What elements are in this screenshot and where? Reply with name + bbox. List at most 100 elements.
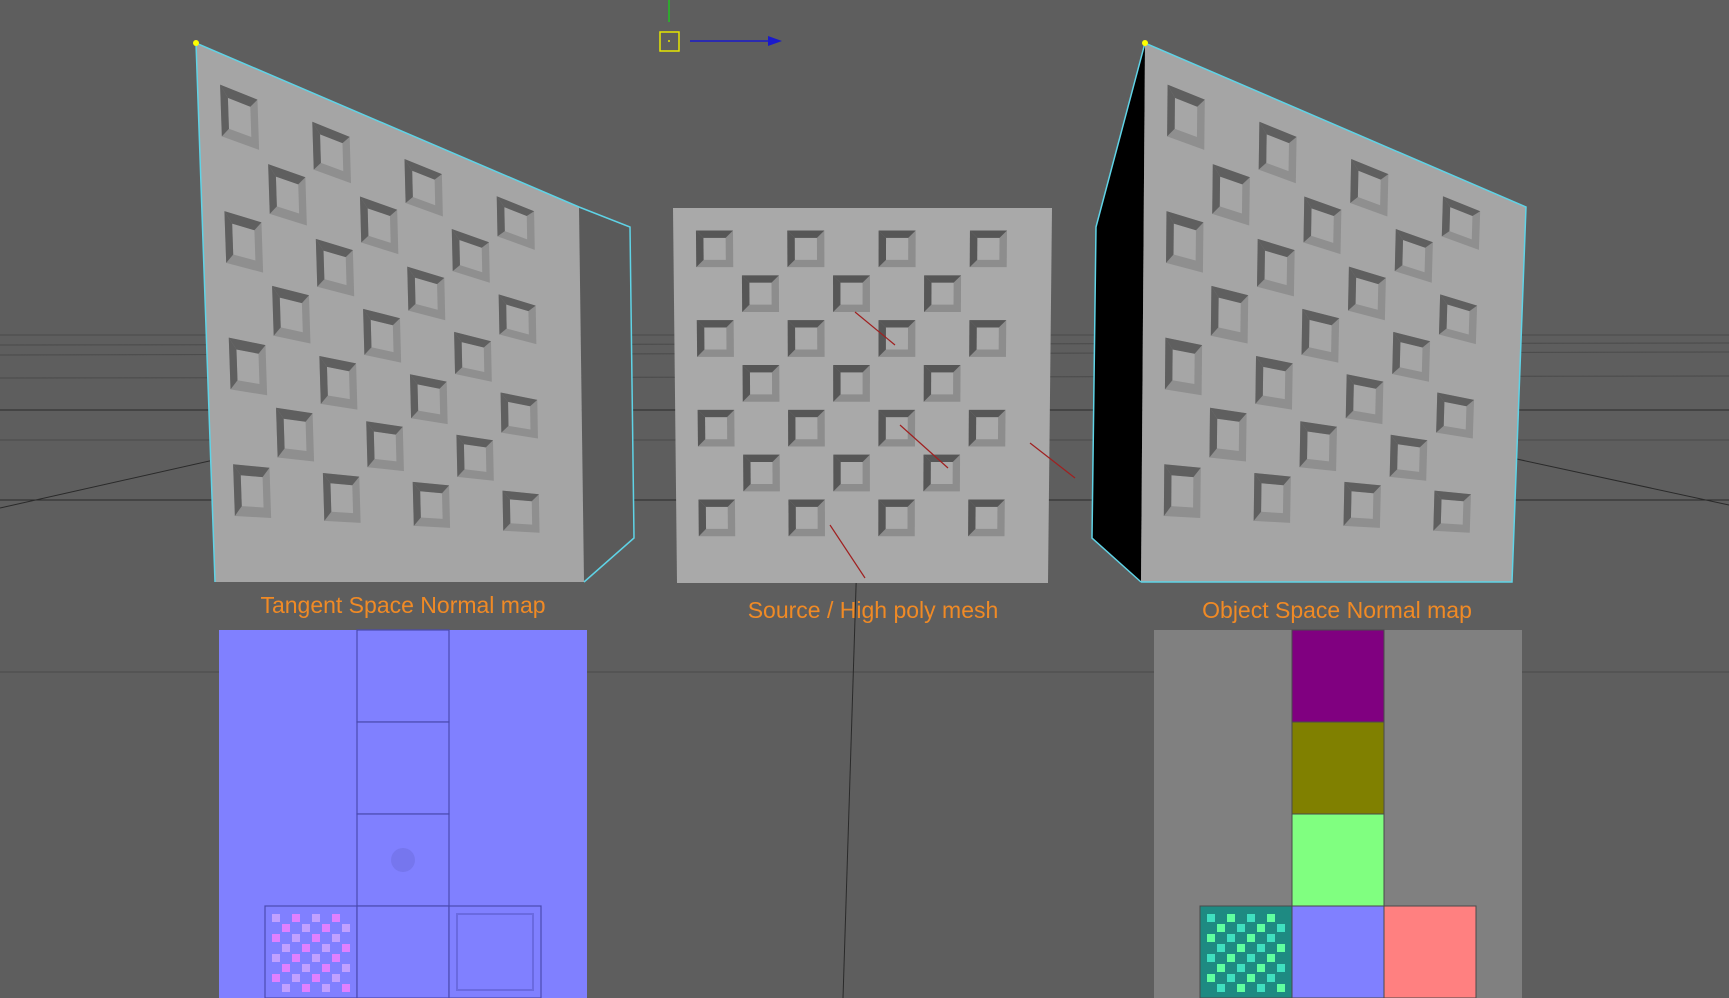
bump-cell-inner — [885, 327, 909, 350]
uv-tile — [356, 629, 450, 723]
bump-cell-inner — [1264, 250, 1288, 286]
source-high-poly-mesh[interactable] — [673, 208, 1076, 583]
bump-cell-inner — [885, 237, 909, 260]
bump-cell-inner — [459, 240, 483, 273]
uv-tile — [356, 721, 450, 815]
bump-cell-inner — [420, 491, 443, 519]
object-uv-map — [1154, 629, 1522, 998]
pivot-icon — [659, 31, 680, 52]
vertex-marker — [1142, 40, 1148, 46]
bump-cell-inner — [840, 462, 863, 485]
move-gizmo-icon[interactable] — [659, 0, 782, 52]
uv-tile — [1291, 813, 1385, 907]
bump-cell-inner — [320, 134, 344, 172]
bump-cell-inner — [795, 327, 818, 350]
uv-tile — [1291, 629, 1385, 723]
bump-cell-inner — [326, 366, 350, 400]
bump-cell-inner — [1449, 207, 1473, 240]
bump-cell-inner — [509, 499, 533, 525]
bump-cell-inner — [840, 282, 863, 305]
bump-cell-inner — [1353, 384, 1376, 415]
bump-cell-inner — [1216, 418, 1240, 451]
bump-cell-inner — [506, 304, 529, 335]
bump-cell-inner — [504, 207, 528, 240]
object-uv-pattern-tile — [1207, 914, 1285, 992]
bump-cell-inner — [283, 418, 307, 451]
tangent-mesh-side — [579, 207, 634, 582]
bump-cell-inner — [795, 506, 818, 529]
bump-cell-inner — [885, 506, 908, 529]
bump-cell-inner — [370, 319, 394, 353]
tangent-mesh-selection-edge — [195, 41, 635, 583]
source-mesh-pattern — [695, 230, 1007, 537]
object-mesh-pattern — [1163, 84, 1481, 533]
object-space-mesh[interactable] — [1091, 40, 1527, 583]
uv-tile — [264, 905, 358, 998]
bump-cell-inner — [930, 462, 953, 485]
uv-tile — [1291, 721, 1385, 815]
bump-cell-inner — [705, 506, 728, 529]
bump-cell-inner — [236, 349, 260, 385]
bump-cell-inner — [414, 277, 438, 310]
bump-cell-inner — [1399, 342, 1423, 373]
bump-cell-inner — [1357, 170, 1381, 206]
bump-cell-inner — [1440, 499, 1464, 525]
bump-cell-inner — [1261, 483, 1284, 514]
bump-cell-inner — [885, 417, 908, 440]
vertex-marker — [193, 40, 199, 46]
bump-cell-inner — [749, 282, 772, 305]
bump-cell-inner — [417, 384, 441, 415]
bump-cell-inner — [275, 176, 300, 214]
bump-cell-inner — [705, 417, 728, 440]
bump-cell-inner — [976, 417, 999, 440]
bump-cell-inner — [1397, 444, 1420, 472]
bump-cell-inner — [794, 237, 817, 260]
bump-cell-inner — [1355, 277, 1379, 310]
bump-cell-inner — [704, 327, 727, 350]
tangent-space-mesh[interactable] — [193, 40, 635, 583]
bump-cell-inner — [373, 431, 397, 462]
bump-cell-inner — [330, 483, 354, 514]
source-caption: Source / High poly mesh — [747, 597, 999, 623]
uv-tile — [1291, 905, 1385, 998]
bump-cell-inner — [412, 170, 436, 206]
object-caption: Object Space Normal map — [1202, 597, 1472, 623]
bump-cell-inner — [279, 297, 303, 333]
bump-cell-inner — [840, 372, 863, 395]
bump-cell-inner — [1350, 491, 1374, 519]
bump-cell-inner — [1309, 319, 1332, 353]
bump-cell-inner — [1443, 401, 1467, 430]
bump-cell-inner — [1172, 349, 1195, 385]
uv-tile — [1383, 905, 1477, 998]
bump-cell-inner — [232, 223, 256, 261]
object-mesh-side — [1092, 43, 1145, 582]
bump-cell-inner — [795, 417, 818, 440]
bump-cell-inner — [323, 250, 347, 286]
bump-cell-inner — [1173, 223, 1196, 261]
bump-cell-inner — [463, 444, 487, 472]
bump-cell-inner — [508, 401, 531, 430]
bump-cell-inner — [461, 342, 485, 373]
bump-cell-inner — [750, 462, 773, 485]
bump-cell-inner — [240, 475, 264, 508]
bump-cell-inner — [931, 372, 954, 395]
uv-tile — [448, 905, 542, 998]
bump-cell-inner — [931, 282, 954, 305]
bump-cell-inner — [1266, 134, 1289, 172]
bump-cell-inner — [976, 327, 999, 350]
tangent-mesh-pattern — [220, 84, 540, 533]
uv-tile — [356, 905, 450, 998]
normal-direction-lines — [829, 311, 1076, 579]
bump-cell-inner — [703, 237, 726, 260]
bump-cell-inner — [227, 97, 252, 138]
tangent-uv-map — [219, 629, 587, 998]
bump-cell-inner — [1446, 304, 1470, 335]
bump-cell-inner — [975, 506, 998, 529]
bump-cell-inner — [1307, 431, 1330, 462]
bump-cell-inner — [1218, 297, 1241, 333]
uv-tile — [1199, 905, 1293, 998]
bump-cell-inner — [1174, 97, 1198, 138]
bump-cell-inner — [1402, 240, 1426, 273]
